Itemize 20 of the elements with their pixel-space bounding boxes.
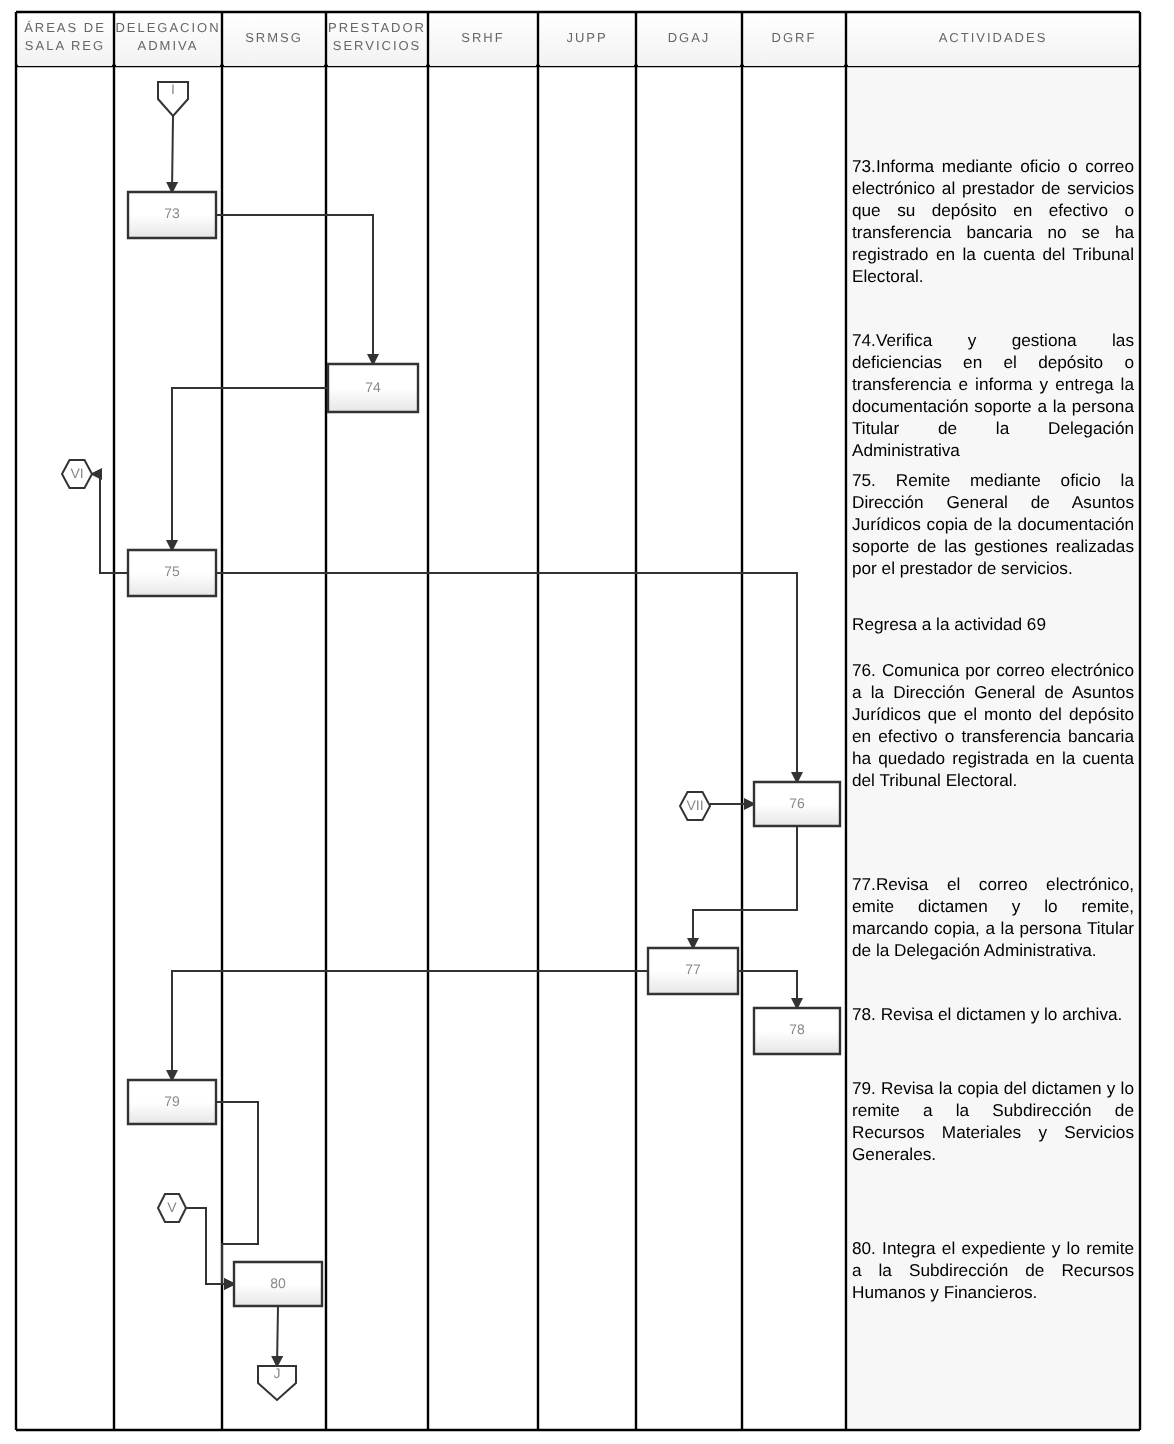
- arrow: [709, 798, 756, 810]
- arrow: [215, 214, 379, 366]
- activity-description: 77.Revisa el correo electrónico, emite dictamen y lo remite, marcando copia, a la persona Titular de la Delegación Administrativa.: [852, 874, 1134, 962]
- arrow: [166, 387, 329, 552]
- arrow: [166, 970, 649, 1082]
- arrow: [90, 468, 129, 574]
- arrow: [185, 1207, 236, 1290]
- activity-description: 75. Remite mediante oficio la Dirección General de Asuntos Jurídicos copia de la documentación soporte de las gestiones realizadas por el prestador de servicios.: [852, 470, 1134, 580]
- arrow: [166, 115, 179, 194]
- arrow: [687, 825, 798, 950]
- activity-description: 80. Integra el expediente y lo remite a la Subdirección de Recursos Humanos y Financieros.: [852, 1238, 1134, 1304]
- activity-description: 79. Revisa la copia del dictamen y lo remite a la Subdirección de Recursos Materiales y Servicios Generales.: [852, 1078, 1134, 1166]
- activity-description: 78. Revisa el dictamen y lo archiva.: [852, 1004, 1125, 1026]
- arrow: [737, 970, 803, 1010]
- arrow: [271, 1305, 284, 1368]
- arrow: [215, 572, 803, 784]
- activity-description: Regresa a la actividad 69: [852, 614, 1048, 636]
- activity-description: 73.Informa mediante oficio o correo electrónico al prestador de servicios que su depósito en efectivo o transferencia bancaria no se ha registrado en la cuenta del Tribunal Electoral.: [852, 156, 1134, 288]
- activity-description: 74.Verifica y gestiona las deficiencias en el depósito o transferencia e informa y entrega la documentación soporte a la persona Titular de la Delegación Administrativa: [852, 330, 1134, 462]
- activity-description: 76. Comunica por correo electrónico a la Dirección General de Asuntos Jurídicos que el monto del depósito en efectivo o transferencia bancaria ha quedado registrada en la cuenta del Tribunal Electoral.: [852, 660, 1134, 792]
